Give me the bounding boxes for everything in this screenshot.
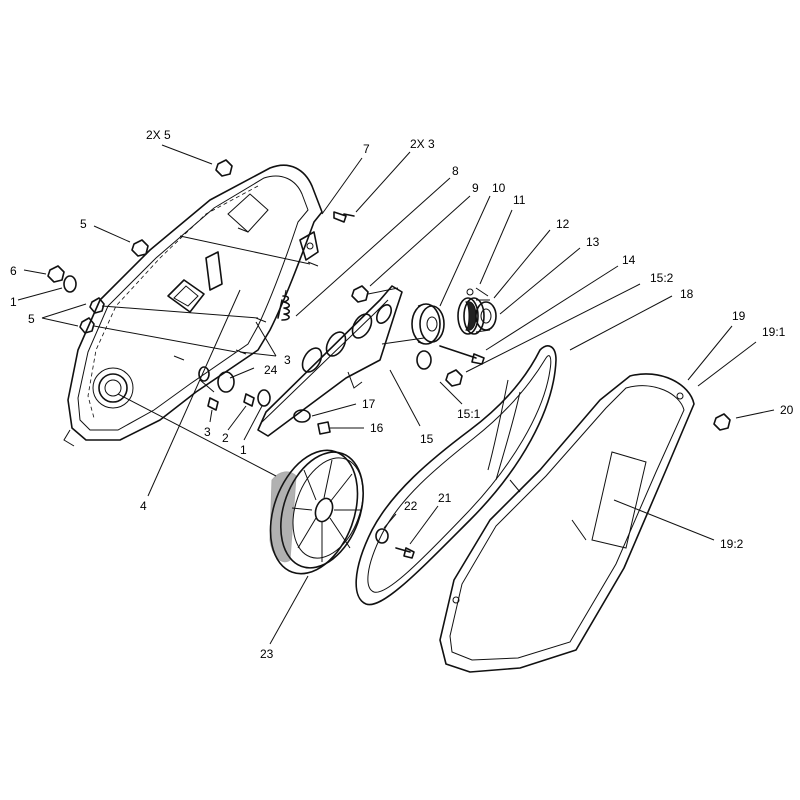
nut-5-mid (89, 297, 105, 314)
callout-23: 23 (260, 647, 274, 661)
idler-pulley (411, 303, 445, 345)
bolt-20 (713, 413, 731, 431)
callout-8: 8 (452, 164, 459, 178)
callout-15: 15 (420, 432, 434, 446)
spring (277, 289, 291, 321)
nut-15-1 (445, 369, 463, 387)
inner-belt-cover (63, 164, 323, 447)
leader-lines (17, 144, 775, 645)
callout-labels: 2X 5 7 2X 3 8 9 10 11 12 13 14 15:2 18 1… (10, 128, 794, 661)
nut-5-top (131, 239, 149, 257)
outer-belt-cover (439, 373, 695, 673)
callout-11: 11 (513, 193, 526, 207)
callout-2: 2 (222, 431, 229, 445)
callout-22: 22 (404, 499, 418, 513)
callout-9: 9 (472, 181, 479, 195)
bolt-16 (317, 421, 331, 435)
bolt-14 (439, 345, 485, 365)
callout-16: 16 (370, 421, 384, 435)
callout-17: 17 (362, 397, 376, 411)
washer-1-upper (63, 275, 77, 293)
bolt-2 (243, 393, 255, 407)
callout-12: 12 (556, 217, 570, 231)
pivot-bracket (299, 231, 319, 261)
callout-19: 19 (732, 309, 746, 323)
callout-5b: 5 (28, 312, 35, 326)
bolt-21 (395, 547, 415, 559)
washer-22 (375, 528, 389, 544)
fasteners (47, 159, 731, 559)
callout-15-1: 15:1 (457, 407, 481, 421)
callout-4: 4 (140, 499, 147, 513)
drive-belt (355, 345, 557, 606)
washer-17 (293, 409, 311, 423)
washer-24 (217, 371, 235, 393)
spacer-15-2 (416, 350, 432, 370)
callout-1a: 1 (10, 295, 17, 309)
slot-opening (205, 251, 223, 291)
nut-9 (351, 285, 369, 303)
washer-1-lower (257, 389, 271, 407)
wheel-pulley (269, 449, 364, 575)
callout-19-2: 19:2 (720, 537, 744, 551)
drive-pulley-assembly (457, 287, 497, 335)
callout-13: 13 (586, 235, 600, 249)
callout-2x3: 2X 3 (410, 137, 435, 151)
callout-14: 14 (622, 253, 636, 267)
bolt-3-lower (207, 397, 219, 411)
nut-6 (47, 265, 65, 283)
callout-6: 6 (10, 264, 17, 278)
callout-24: 24 (264, 363, 278, 377)
callout-10: 10 (492, 181, 506, 195)
callout-3a: 3 (284, 353, 291, 367)
callout-7: 7 (363, 142, 370, 156)
idler-arm (257, 285, 403, 437)
nut-5-low (79, 317, 95, 334)
nut-2x5 (215, 159, 233, 177)
callout-5a: 5 (80, 217, 87, 231)
callout-19-1: 19:1 (762, 325, 786, 339)
callout-2x5: 2X 5 (146, 128, 171, 142)
callout-15-2: 15:2 (650, 271, 674, 285)
callout-20: 20 (780, 403, 794, 417)
callout-1b: 1 (240, 443, 247, 457)
callout-3b: 3 (204, 425, 211, 439)
callout-21: 21 (438, 491, 452, 505)
bolt-2x3 (333, 211, 355, 223)
bracket-plate (167, 279, 205, 313)
callout-18: 18 (680, 287, 694, 301)
